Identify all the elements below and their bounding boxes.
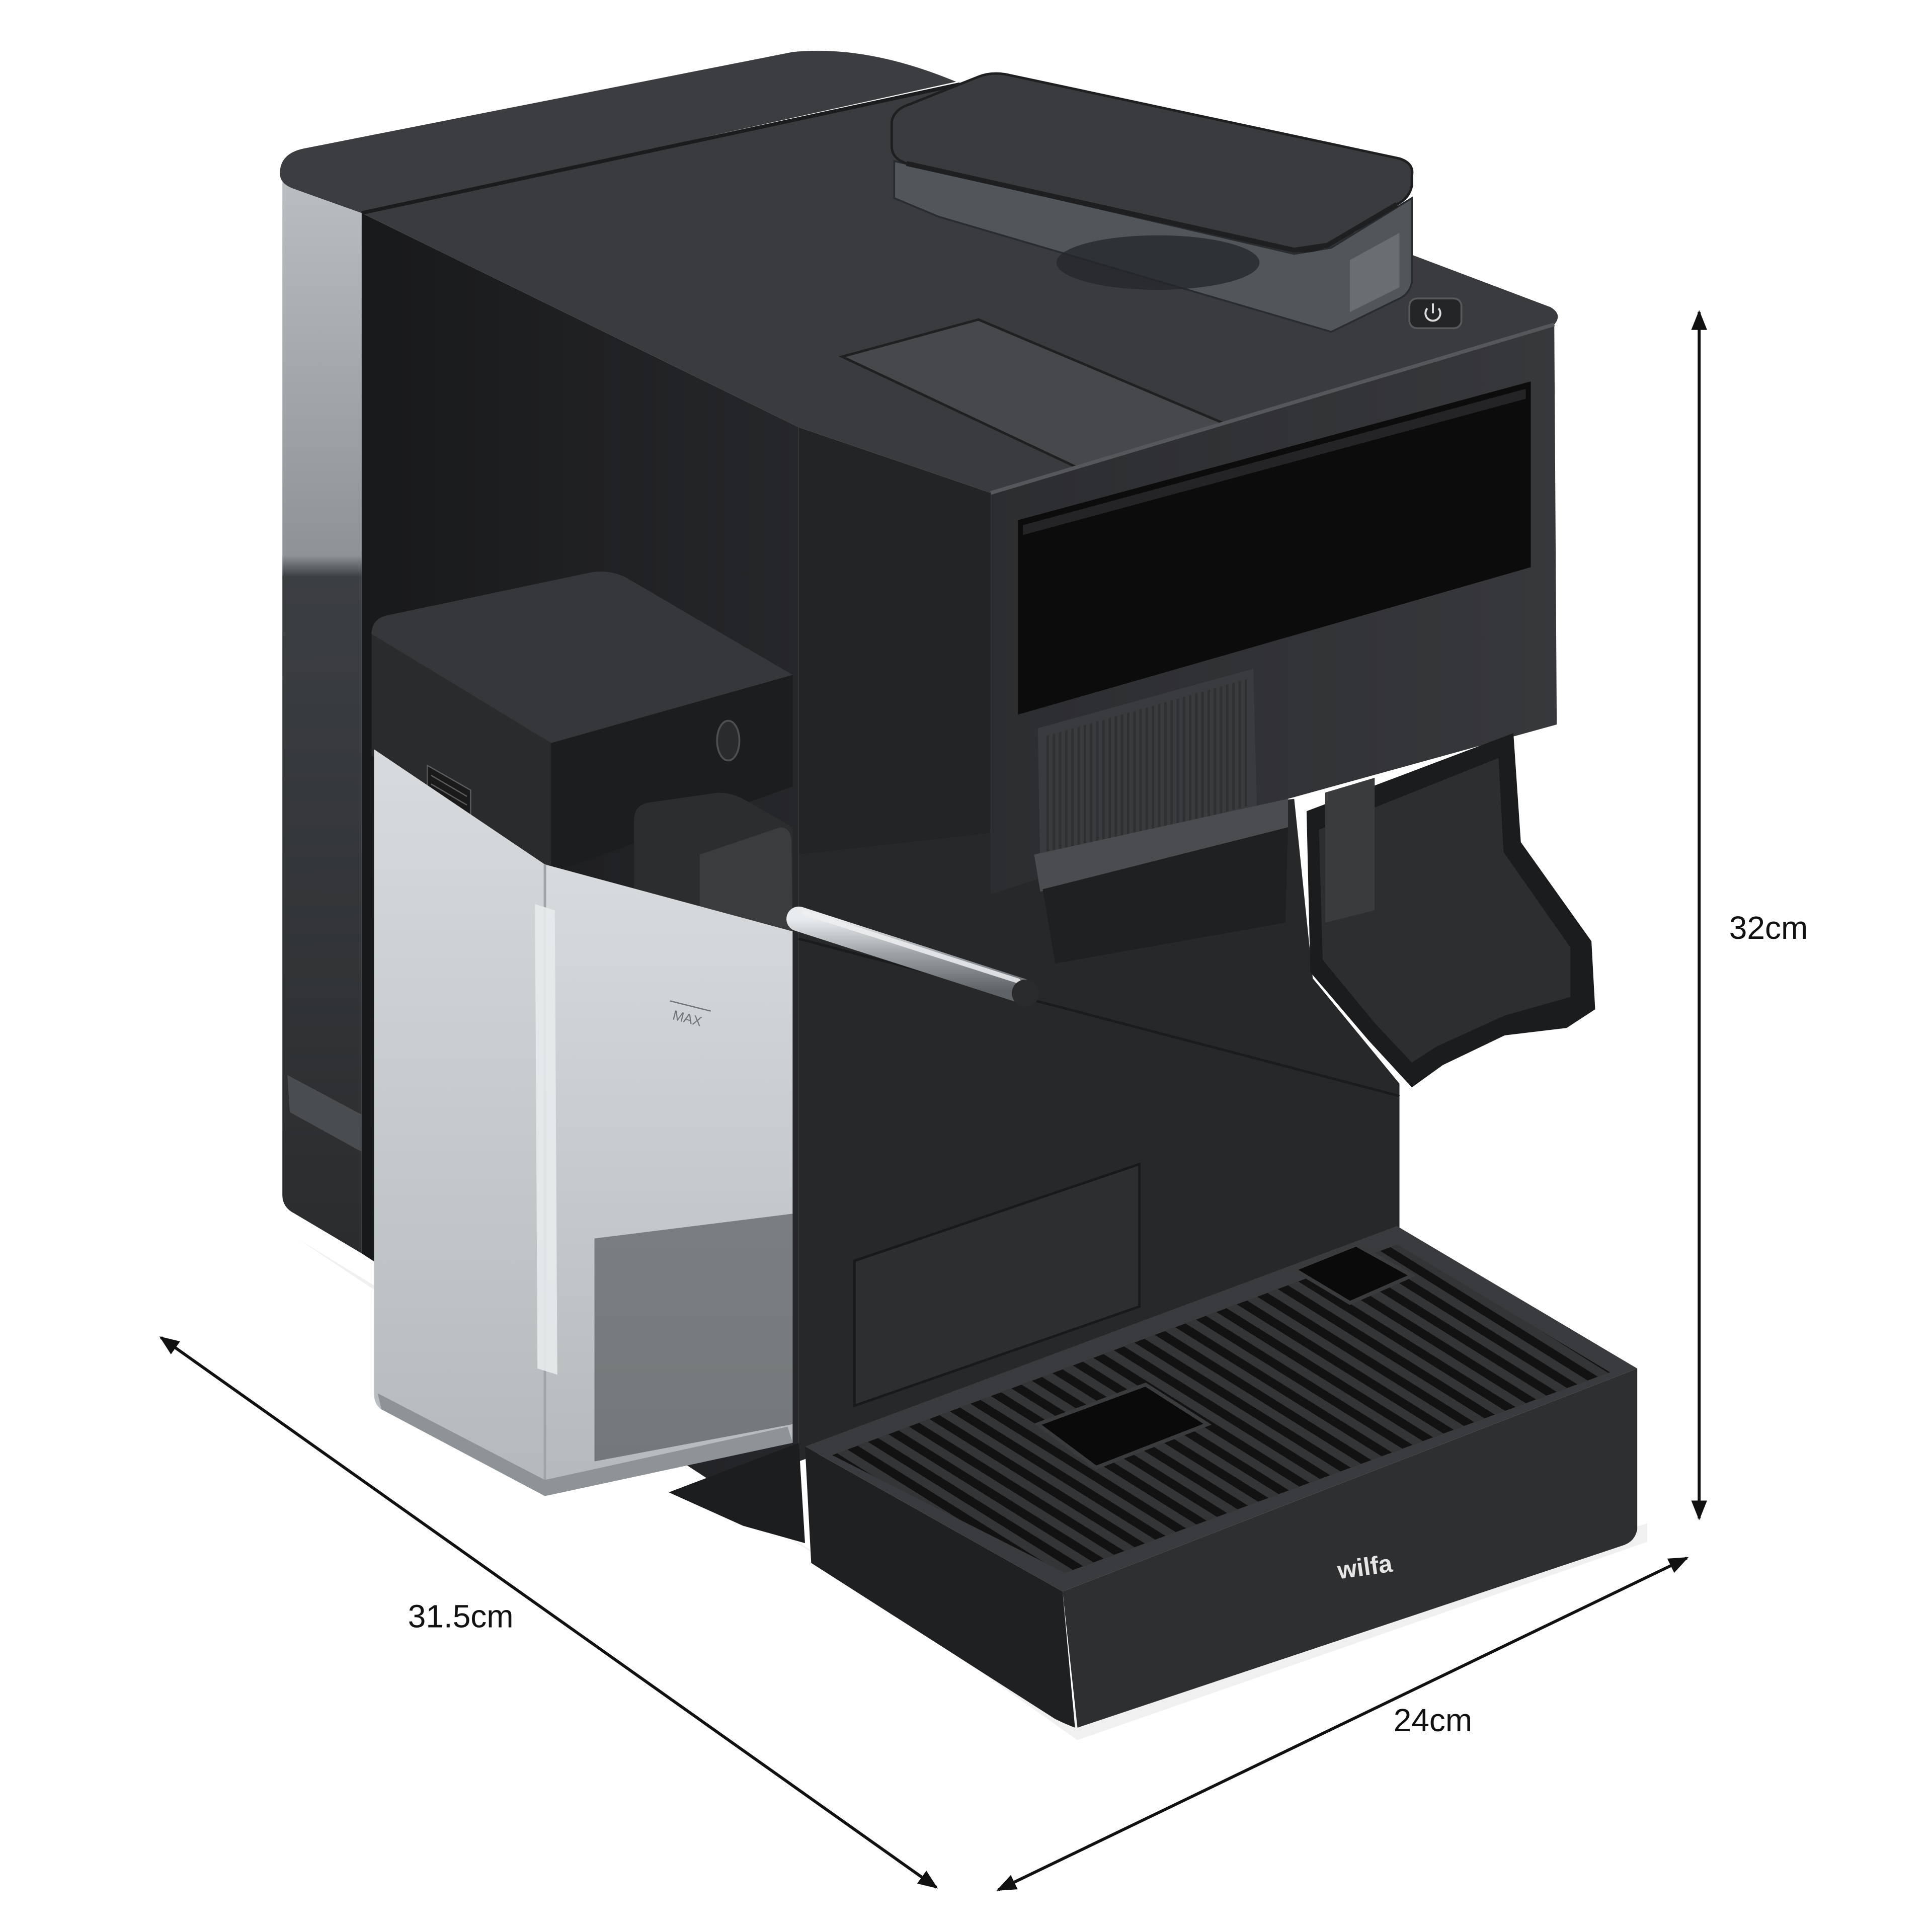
- tray-grate-slats: [832, 1244, 1610, 1573]
- milk-frother-head: [371, 572, 793, 873]
- steam-wand: [786, 906, 1039, 1007]
- width-label: 24cm: [1394, 1702, 1473, 1738]
- jug-left-face: [374, 749, 545, 1493]
- display-panel: [1018, 381, 1531, 715]
- water-tank-base-band: [287, 1075, 362, 1152]
- water-tank-lid: [280, 50, 956, 213]
- hopper-highlight: [1350, 232, 1400, 312]
- jug-inner-shadow: [594, 1214, 793, 1462]
- ridged-dial: [716, 719, 741, 762]
- width-dimension-line: [996, 1556, 1689, 1891]
- depth-label: 31.5cm: [408, 1598, 514, 1634]
- burr-grinder: [1056, 235, 1260, 290]
- power-icon: [1424, 303, 1441, 322]
- espresso-machine: MAX wilfa: [280, 50, 1638, 1728]
- height-label: 32cm: [1729, 910, 1808, 946]
- water-tank: [282, 179, 362, 1254]
- dimension-annotations: 32cm 31.5cm 24cm: [159, 310, 1808, 1891]
- top-surface: [361, 84, 1558, 496]
- spout-ledge: [1034, 798, 1288, 892]
- head-top-edge: [990, 323, 1555, 495]
- frother-left-face: [371, 634, 551, 873]
- coffee-spout: [1034, 669, 1288, 964]
- grate-cutout-back: [1290, 1242, 1416, 1305]
- display-reflection: [1023, 388, 1526, 535]
- top-surface-seam: [361, 82, 960, 215]
- grate-cutout-front: [1034, 1382, 1212, 1470]
- depth-dimension-line: [159, 1336, 938, 1889]
- frother-top: [371, 572, 793, 743]
- cup-holder: [1306, 733, 1595, 1088]
- hopper-lid-edge: [906, 161, 1399, 253]
- head-left-face: [798, 427, 991, 895]
- bean-hopper: [890, 72, 1414, 333]
- lower-body-edge: [798, 937, 1400, 1097]
- spout-nozzle: [1042, 827, 1288, 964]
- jug-inner-tube: [535, 904, 557, 1375]
- power-button: [1408, 297, 1463, 330]
